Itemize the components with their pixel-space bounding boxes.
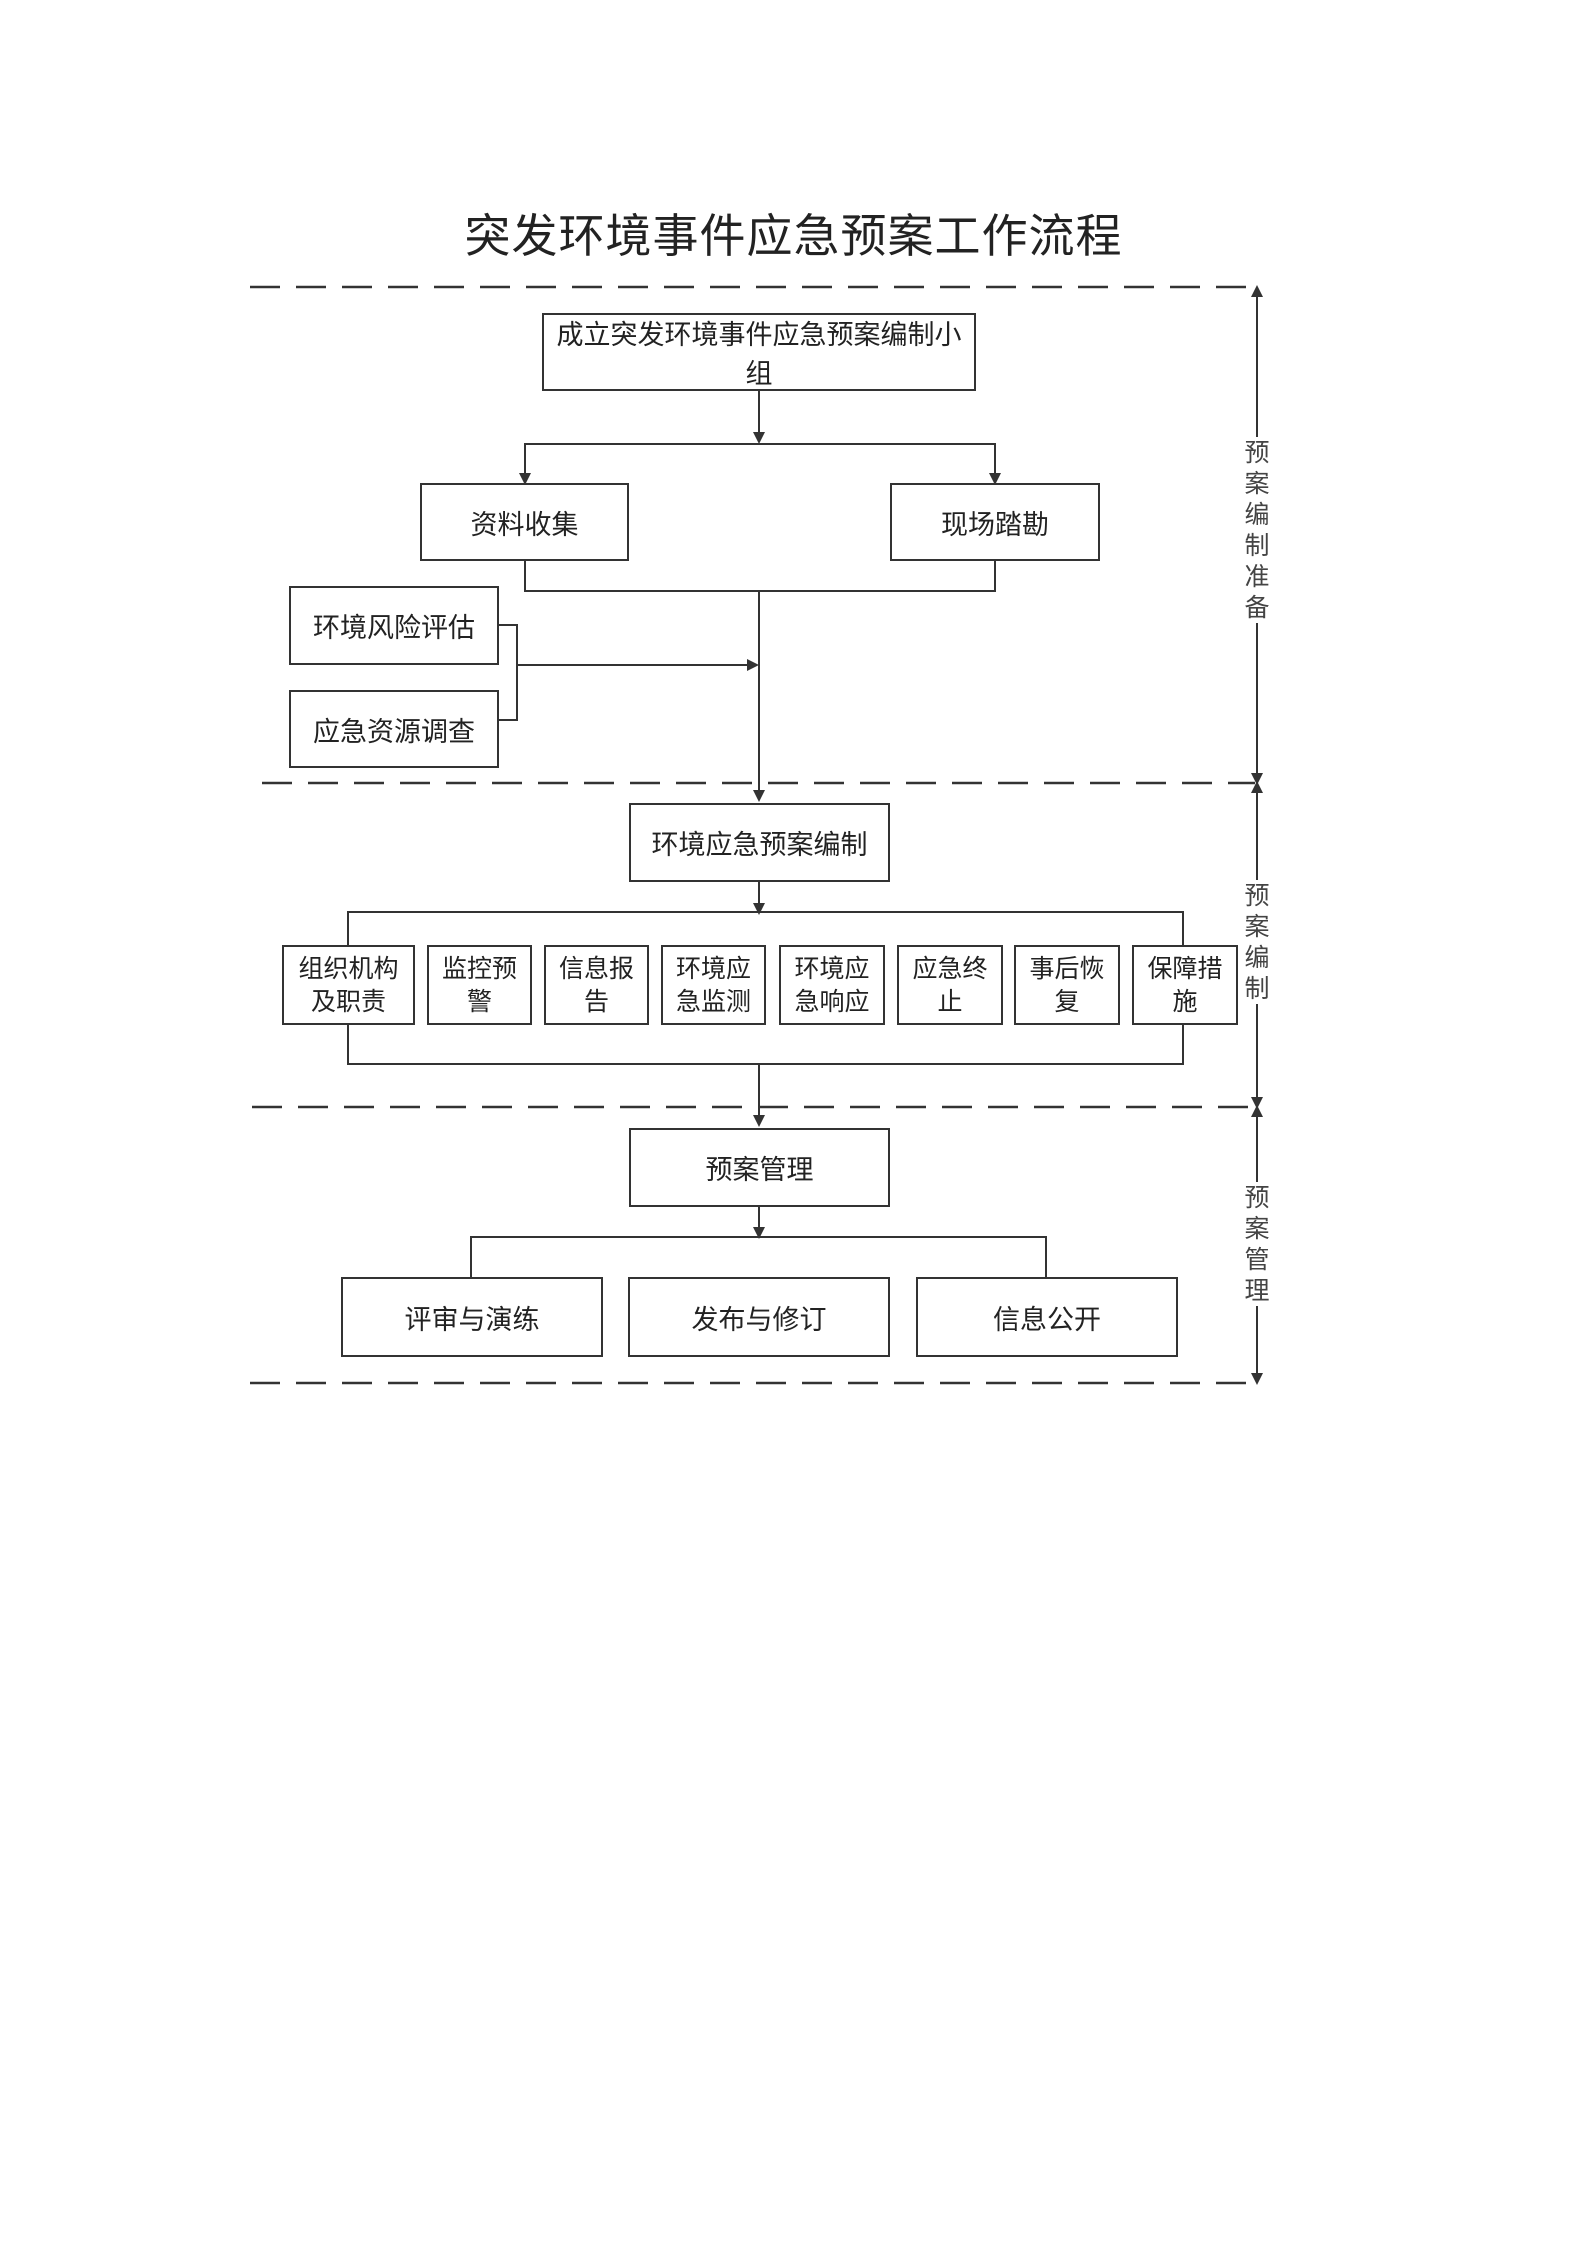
compile-item: 信息报 告: [544, 945, 649, 1025]
box-manage: 预案管理: [629, 1128, 890, 1207]
compile-item: 保障措 施: [1132, 945, 1238, 1025]
arrowhead: [1251, 1373, 1263, 1385]
manage-item: 发布与修订: [628, 1277, 890, 1357]
arrowhead: [1251, 1105, 1263, 1117]
compile-item: 环境应 急监测: [661, 945, 766, 1025]
arrowhead: [1251, 773, 1263, 785]
section-label-manage: 预案管理: [1240, 1182, 1274, 1306]
section-label-compile: 预案编制: [1240, 880, 1274, 1004]
arrowhead: [989, 473, 1001, 485]
box-team: 成立突发环境事件应急预案编制小组: [542, 313, 976, 391]
connector: [470, 1236, 1047, 1277]
arrowhead: [753, 790, 765, 802]
page-title: 突发环境事件应急预案工作流程: [464, 209, 1123, 263]
connector: [499, 624, 518, 721]
arrowhead: [519, 473, 531, 485]
arrowhead: [1251, 1097, 1263, 1109]
connector: [347, 911, 1184, 945]
manage-item: 评审与演练: [341, 1277, 603, 1357]
compile-item: 环境应 急响应: [779, 945, 885, 1025]
arrowhead: [753, 1115, 765, 1127]
arrowhead: [753, 432, 765, 444]
box-collect: 资料收集: [420, 483, 629, 561]
box-survey: 现场踏勘: [890, 483, 1100, 561]
arrowhead: [753, 903, 765, 915]
arrowhead: [1251, 285, 1263, 297]
section-label-prep: 预案编制准备: [1240, 437, 1274, 623]
arrowhead: [747, 659, 759, 671]
compile-item: 事后恢 复: [1014, 945, 1120, 1025]
manage-item: 信息公开: [916, 1277, 1178, 1357]
arrowhead: [753, 1227, 765, 1239]
connector: [347, 1025, 1184, 1065]
box-risk: 环境风险评估: [289, 586, 499, 665]
arrowhead: [1251, 781, 1263, 793]
box-resource: 应急资源调查: [289, 690, 499, 768]
connector: [524, 443, 996, 483]
connector: [524, 561, 996, 592]
compile-item: 应急终 止: [897, 945, 1003, 1025]
compile-item: 组织机构 及职责: [282, 945, 415, 1025]
compile-item: 监控预 警: [427, 945, 532, 1025]
box-compile: 环境应急预案编制: [629, 803, 890, 882]
